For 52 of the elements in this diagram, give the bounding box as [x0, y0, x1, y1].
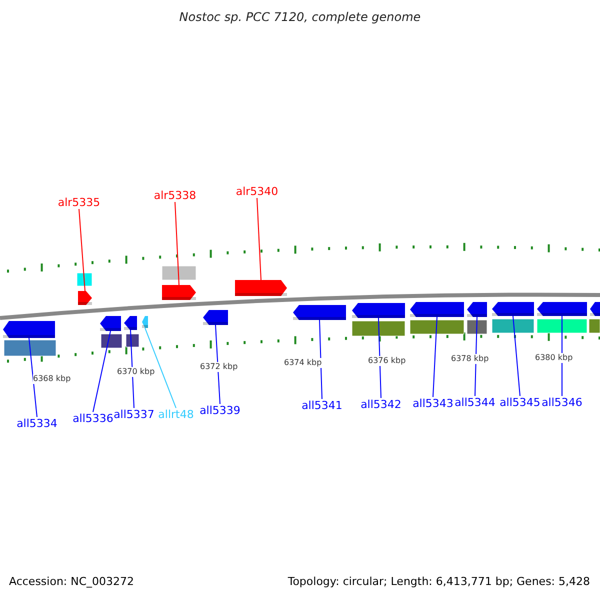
- leader-line: [174, 202, 180, 286]
- leader-line: [144, 328, 176, 408]
- gene-feature: [142, 316, 148, 328]
- position-label: 6370 kbp: [117, 367, 155, 377]
- leader-line: [78, 208, 86, 292]
- gene-feature: [537, 302, 587, 316]
- accession-text: Accession: NC_003272: [9, 574, 134, 590]
- gene-label: all5337: [114, 408, 154, 421]
- leader-line: [256, 198, 262, 280]
- gene-label: all5342: [360, 398, 402, 411]
- leader-line: [432, 316, 438, 398]
- leader-line: [474, 316, 478, 396]
- gene-label: alr5335: [58, 196, 100, 209]
- leader-line: [512, 316, 520, 396]
- leader-line: [130, 330, 134, 408]
- genome-info-text: Topology: circular; Length: 6,413,771 bp; Genes: 5,428: [288, 574, 590, 590]
- position-label: 6378 kbp: [451, 354, 489, 364]
- gene-feature: [124, 316, 137, 330]
- gene-feature: [235, 280, 287, 296]
- leader-line: [319, 320, 322, 400]
- gene-label: all5341: [302, 399, 342, 412]
- position-label: 6380 kbp: [535, 353, 573, 363]
- gene-label: all5339: [200, 404, 240, 417]
- gene-feature: [352, 303, 405, 318]
- gene-label: alr5340: [236, 185, 278, 198]
- leader-line: [215, 324, 220, 404]
- gene-feature: [3, 321, 55, 338]
- diagram-title: Nostoc sp. PCC 7120, complete genome: [179, 9, 421, 26]
- gene-feature: [203, 310, 228, 325]
- leader-line: [378, 318, 382, 398]
- gene-feature: [293, 305, 346, 320]
- leader-line: [92, 330, 111, 412]
- position-label: 6372 kbp: [200, 362, 238, 372]
- leader-line: [28, 338, 38, 418]
- gene-feature: [162, 285, 196, 300]
- position-label: 6374 kbp: [284, 358, 322, 368]
- gene-label: all5336: [72, 412, 114, 425]
- gene-label: all5343: [412, 397, 454, 410]
- gene-label: all5345: [500, 396, 540, 409]
- gene-feature: [78, 291, 92, 305]
- gene-label: alr5338: [154, 189, 196, 202]
- gene-feature: [410, 302, 464, 317]
- gene-label: all5334: [16, 417, 58, 430]
- gene-label: all5346: [542, 396, 582, 409]
- gene-label: allrt48: [158, 408, 194, 421]
- gene-feature: [100, 316, 121, 331]
- gene-feature: [467, 302, 487, 317]
- gene-feature: [590, 302, 600, 316]
- position-label: 6376 kbp: [368, 356, 406, 366]
- gene-label: all5344: [454, 396, 496, 409]
- position-label: 6368 kbp: [33, 374, 71, 384]
- gene-feature: [492, 302, 534, 316]
